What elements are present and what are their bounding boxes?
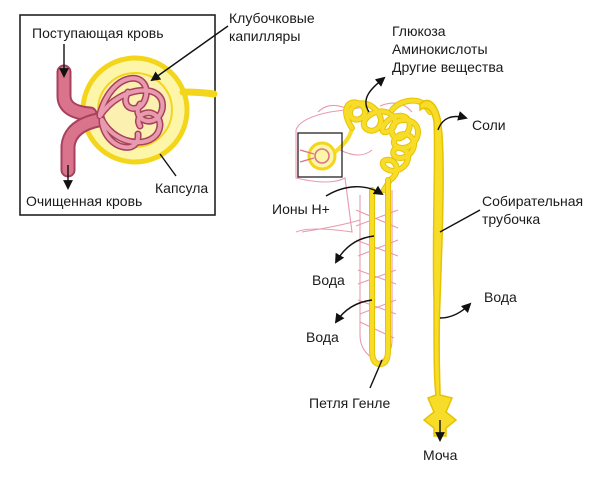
label-incoming-blood: Поступающая кровь xyxy=(32,25,164,41)
nephron-capsule xyxy=(299,127,354,171)
label-salts: Соли xyxy=(472,117,506,133)
label-water-3: Вода xyxy=(484,289,517,305)
peritubular-capillaries xyxy=(295,102,413,363)
water-arrow-3 xyxy=(439,302,472,319)
label-amino-acids: Аминокислоты xyxy=(392,41,488,57)
capsule-pointer xyxy=(159,153,177,177)
loop-pointer xyxy=(369,359,383,389)
label-loop-of-henle: Петля Генле xyxy=(309,395,390,411)
label-capillaries-2: капилляры xyxy=(229,28,300,44)
hions-arrow xyxy=(325,185,384,197)
glucose-arrow xyxy=(365,76,386,113)
label-water-1: Вода xyxy=(312,272,345,288)
label-collecting-duct-2: трубочка xyxy=(482,211,540,227)
nephron: Глюкоза Аминокислоты Другие вещества Сол… xyxy=(272,23,583,463)
label-capillaries-1: Клубочковые xyxy=(229,10,315,26)
label-water-2: Вода xyxy=(306,329,339,345)
loop-of-henle xyxy=(369,177,391,368)
label-purified-blood: Очищенная кровь xyxy=(26,193,142,209)
collecting-duct xyxy=(419,99,458,437)
zoom-frame xyxy=(297,132,343,178)
capillaries-pointer xyxy=(150,25,229,82)
duct-pointer xyxy=(439,209,481,233)
convoluted-tubules xyxy=(343,97,433,193)
label-urine: Моча xyxy=(423,447,458,463)
water-arrow-1 xyxy=(335,235,375,264)
proximal-tubule-stub xyxy=(179,88,218,98)
label-other-substances: Другие вещества xyxy=(392,59,504,75)
water-arrow-2 xyxy=(334,299,373,324)
label-capsule: Капсула xyxy=(155,180,208,196)
label-glucose: Глюкоза xyxy=(392,23,446,39)
nephron-arrows xyxy=(325,76,481,442)
inset-panel: Поступающая кровь Клубочковые капилляры … xyxy=(19,10,315,216)
salts-arrow xyxy=(437,111,468,131)
blood-vessels xyxy=(56,64,106,178)
label-hydrogen-ions: Ионы Н+ xyxy=(272,201,330,217)
label-collecting-duct-1: Собирательная xyxy=(482,193,583,209)
